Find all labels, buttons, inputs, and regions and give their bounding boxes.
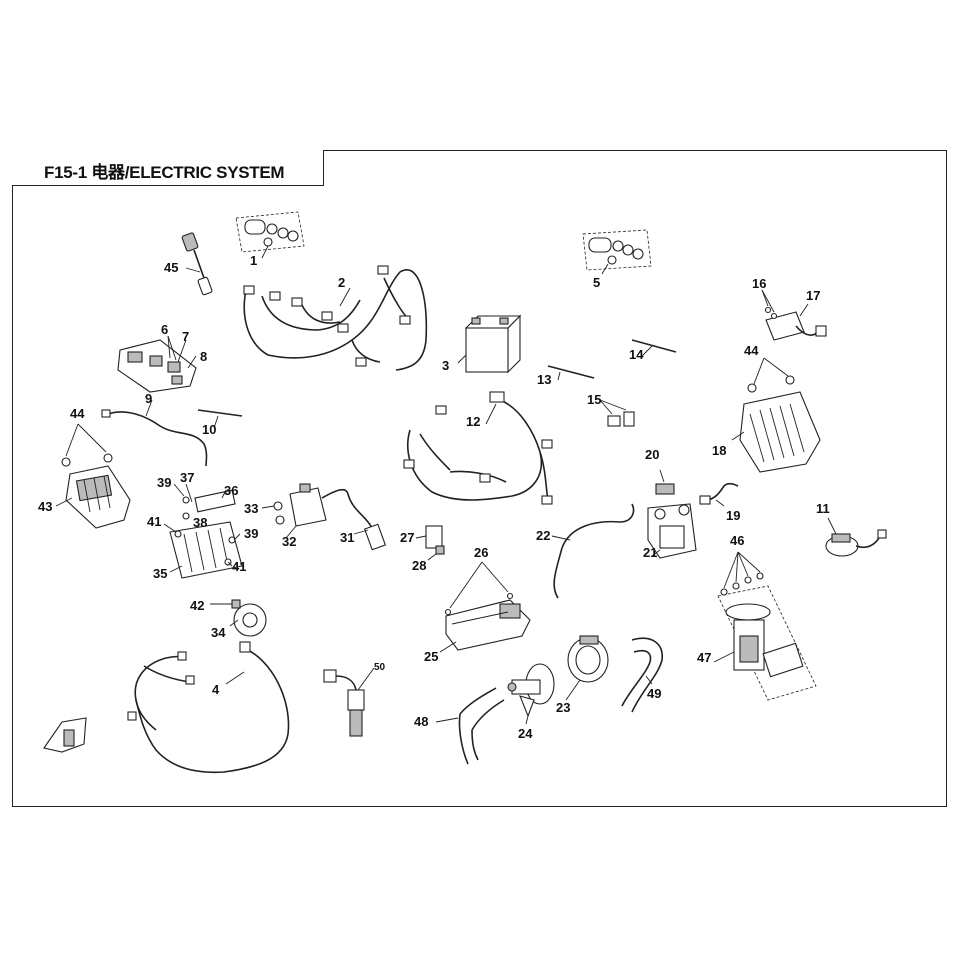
label-32: 32 [282, 534, 296, 549]
part-5-switch-kit [582, 229, 652, 275]
part-3-battery [457, 314, 522, 374]
part-43-control-unit [55, 423, 131, 529]
label-48: 48 [414, 714, 428, 729]
part-6-7-8-switch-cluster [117, 335, 197, 393]
part-11-sensor [825, 517, 887, 557]
part-23-clamp [565, 635, 609, 701]
label-42: 42 [190, 598, 204, 613]
label-45: 45 [164, 260, 178, 275]
label-23: 23 [556, 700, 570, 715]
diagram-title: F15-1 电器/ELECTRIC SYSTEM [44, 163, 285, 182]
label-46: 46 [730, 533, 744, 548]
part-35-fuse-box [163, 483, 243, 579]
label-38: 38 [193, 515, 207, 530]
label-25: 25 [424, 649, 438, 664]
label-3: 3 [442, 358, 449, 373]
label-13: 13 [537, 372, 551, 387]
title-box [12, 150, 324, 186]
label-44-left: 44 [70, 406, 85, 421]
label-8: 8 [200, 349, 207, 364]
label-4: 4 [212, 682, 220, 697]
label-41-left: 41 [147, 514, 161, 529]
label-7: 7 [182, 329, 189, 344]
label-5: 5 [593, 275, 600, 290]
label-20: 20 [645, 447, 659, 462]
part-34-horn [210, 599, 267, 637]
label-16: 16 [752, 276, 766, 291]
label-24: 24 [518, 726, 533, 741]
part-24-fuel-pump [507, 663, 555, 725]
part-25-26-ecu [439, 561, 531, 653]
part-1-switch-kit [235, 211, 305, 259]
part-9-cable [101, 399, 208, 467]
part-18-regulator [731, 357, 821, 473]
part-45-sensor [181, 232, 213, 296]
part-16-17-relay [761, 289, 827, 341]
label-17: 17 [806, 288, 820, 303]
part-27-28-relay [415, 525, 445, 561]
label-50: 50 [374, 662, 386, 673]
label-12: 12 [466, 414, 480, 429]
label-44-right: 44 [744, 343, 759, 358]
label-37: 37 [180, 470, 194, 485]
label-26: 26 [474, 545, 488, 560]
part-50-sensor [323, 667, 375, 737]
part-2-main-harness [243, 265, 428, 371]
part-4-harness [127, 641, 290, 774]
part-13-rod [547, 365, 595, 381]
label-33: 33 [244, 501, 258, 516]
label-19: 19 [726, 508, 740, 523]
label-39-top: 39 [157, 475, 171, 490]
label-6: 6 [161, 322, 168, 337]
label-14: 14 [629, 347, 644, 362]
part-48-hose [435, 687, 505, 765]
part-20-21-solenoid [647, 469, 697, 559]
label-22: 22 [536, 528, 550, 543]
part-46-47-fuel-pump-assembly [713, 551, 817, 701]
label-2: 2 [338, 275, 345, 290]
callout-labels: 1 2 3 4 5 6 7 8 9 10 11 12 13 14 15 16 1… [38, 253, 830, 741]
part-15-connector [599, 399, 635, 427]
part-31-32-33-ignition-coil [261, 483, 387, 551]
diagram-frame [12, 150, 947, 807]
label-36: 36 [224, 483, 238, 498]
label-9: 9 [145, 391, 152, 406]
orientation-arrow-icon [43, 717, 87, 753]
label-34: 34 [211, 625, 226, 640]
label-47: 47 [697, 650, 711, 665]
label-49: 49 [647, 686, 661, 701]
part-14-rod [631, 339, 677, 357]
label-43: 43 [38, 499, 52, 514]
label-35: 35 [153, 566, 167, 581]
label-11: 11 [816, 501, 830, 516]
label-41-right: 41 [232, 559, 246, 574]
label-10: 10 [202, 422, 216, 437]
part-22-cable [551, 503, 635, 599]
label-15: 15 [587, 392, 601, 407]
label-39-right: 39 [244, 526, 258, 541]
label-18: 18 [712, 443, 726, 458]
part-10-rod [197, 409, 243, 429]
part-49-hose [621, 637, 663, 713]
label-31: 31 [340, 530, 354, 545]
label-28: 28 [412, 558, 426, 573]
part-12-harness [403, 391, 553, 505]
label-21: 21 [643, 545, 657, 560]
label-1: 1 [250, 253, 257, 268]
label-27: 27 [400, 530, 414, 545]
part-19-fitting [699, 482, 739, 507]
